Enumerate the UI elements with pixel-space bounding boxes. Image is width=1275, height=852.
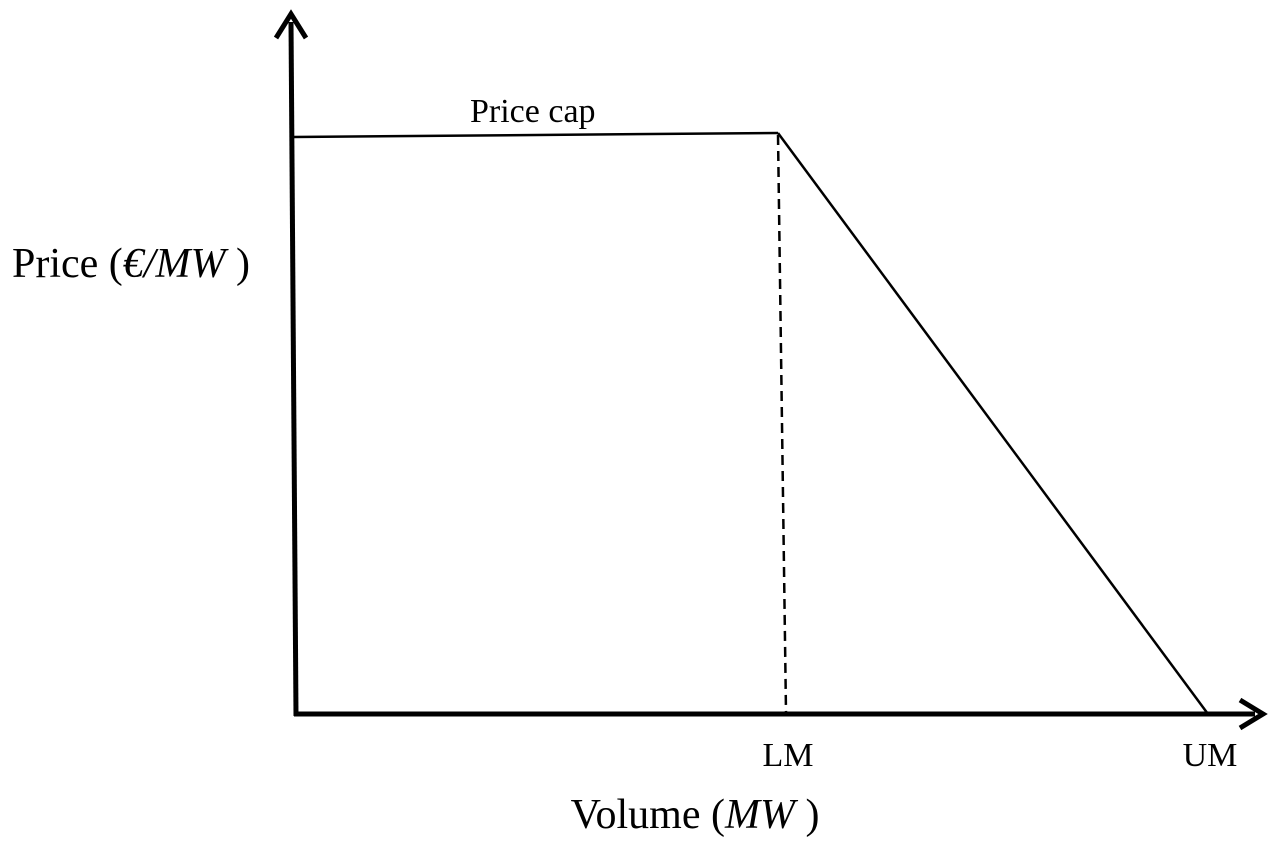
- y-axis: [288, 21, 299, 717]
- price-cap-label: Price cap: [470, 93, 596, 130]
- x-axis-arrowhead: [1238, 697, 1268, 731]
- decreasing-price-line: [776, 132, 1210, 715]
- x-axis-label-suffix: ): [795, 792, 820, 838]
- y-axis-label-unit: €/MW: [123, 241, 230, 287]
- x-axis-label: Volume (MW ): [571, 792, 820, 838]
- price-cap-line: [292, 131, 779, 139]
- x-axis-label-prefix: Volume (: [571, 792, 725, 838]
- x-axis-label-unit: MW: [724, 792, 799, 838]
- lm-dashed-line: [776, 134, 788, 713]
- y-axis-label-prefix: Price (: [12, 241, 123, 287]
- y-axis-arrowhead: [273, 9, 309, 40]
- y-axis-label-suffix: ): [225, 241, 250, 287]
- um-label: UM: [1183, 737, 1238, 774]
- y-axis-label: Price (€/MW ): [12, 241, 250, 287]
- lm-label: LM: [763, 737, 814, 774]
